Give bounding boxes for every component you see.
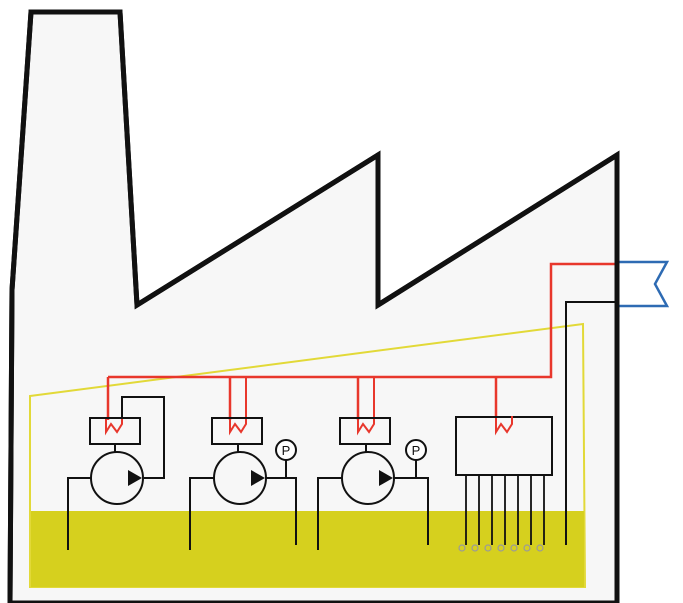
discharge-pipe [394, 477, 429, 545]
tank-outline [29, 322, 587, 588]
nozzles [458, 544, 544, 552]
pressure-gauge-icon [405, 439, 427, 461]
suction-pipe [67, 477, 91, 550]
heat-branches [106, 377, 498, 420]
return-line [565, 301, 617, 545]
factory-outline [7, 9, 620, 603]
supply-flag-icon [617, 260, 670, 308]
gauge-label: P [412, 443, 421, 458]
heat-exchanger-icon [455, 416, 553, 476]
liquid-level [31, 511, 584, 587]
pump-arrow [251, 470, 265, 486]
nozzle-manifold [465, 475, 545, 545]
unit-2: P [189, 377, 297, 550]
heat-exchanger-coil [495, 416, 513, 436]
heat-supply-line [108, 262, 617, 379]
unit-4 [455, 416, 553, 552]
pump-arrow [128, 470, 142, 486]
unit-1 [67, 396, 165, 550]
suction-pipe [317, 477, 342, 550]
loop-pipe [121, 396, 165, 479]
unit-3: P [317, 377, 429, 550]
discharge-pipe [266, 477, 297, 545]
heat-exchanger-coil [357, 377, 375, 436]
suction-pipe [189, 477, 214, 550]
heat-exchanger-coil [229, 377, 247, 436]
heat-exchanger-coil [105, 403, 123, 436]
pressure-gauge-icon [275, 439, 297, 461]
gauge-label: P [282, 443, 291, 458]
pump-arrow [379, 470, 393, 486]
